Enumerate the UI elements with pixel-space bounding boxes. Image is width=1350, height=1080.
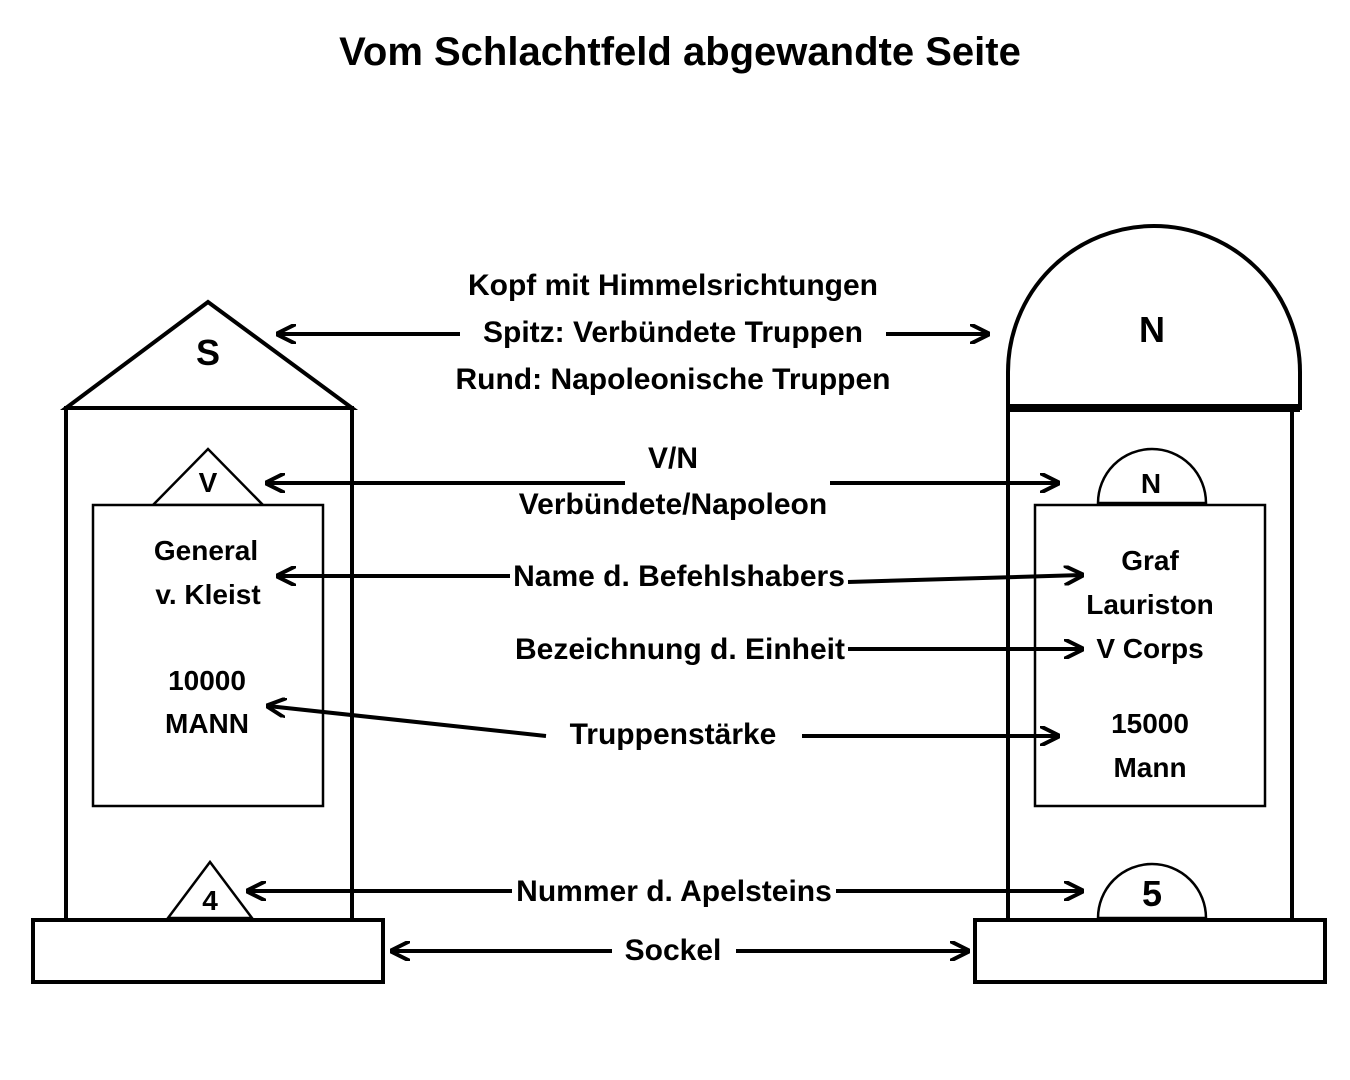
left-stone-number: 4 — [202, 885, 218, 916]
right-number-semicircle — [1096, 862, 1208, 920]
label-head-line3: Rund: Napoleonische Truppen — [455, 363, 890, 396]
right-commander-line2: Lauriston — [1086, 589, 1214, 620]
arrow-commander-right — [847, 575, 1082, 582]
label-strength: Truppenstärke — [570, 718, 777, 751]
diagram-title: Vom Schlachtfeld abgewandte Seite — [339, 30, 1021, 74]
right-side-semicircle — [1096, 447, 1208, 505]
label-number: Nummer d. Apelsteins — [516, 875, 832, 908]
left-strength-line1: 10000 — [168, 665, 246, 696]
label-base: Sockel — [625, 934, 722, 967]
left-stone-pointed-head — [59, 299, 359, 410]
left-inscription-panel — [91, 503, 325, 808]
right-stone-round-head — [1006, 224, 1302, 410]
right-stone-number: 5 — [1142, 873, 1162, 914]
arrow-strength-left — [268, 706, 547, 738]
label-unit: Bezeichnung d. Einheit — [515, 633, 845, 666]
left-commander-line1: General — [154, 535, 258, 566]
label-head-line2: Spitz: Verbündete Truppen — [483, 316, 863, 349]
label-vn-line1: V/N — [648, 442, 698, 475]
right-head-letter: N — [1139, 309, 1165, 350]
left-side-mark: V — [199, 467, 218, 498]
left-commander-line2: v. Kleist — [155, 579, 260, 610]
label-vn-line2: Verbündete/Napoleon — [519, 488, 827, 521]
label-commander: Name d. Befehlshabers — [513, 560, 845, 593]
right-strength-line1: 15000 — [1111, 708, 1189, 739]
label-head-line1: Kopf mit Himmelsrichtungen — [468, 269, 878, 302]
left-stone: S V General v. Kleist 10000 MANN 4 — [31, 299, 385, 984]
right-unit: V Corps — [1096, 633, 1203, 664]
right-strength-line2: Mann — [1113, 752, 1186, 783]
right-stone: N N Graf Lauriston V Corps 15000 Mann 5 — [973, 224, 1327, 984]
right-stone-base — [973, 918, 1327, 984]
left-head-letter: S — [196, 332, 220, 373]
left-stone-base — [31, 918, 385, 984]
right-commander-line1: Graf — [1121, 545, 1179, 576]
left-strength-line2: MANN — [165, 708, 249, 739]
right-side-mark: N — [1141, 468, 1161, 499]
